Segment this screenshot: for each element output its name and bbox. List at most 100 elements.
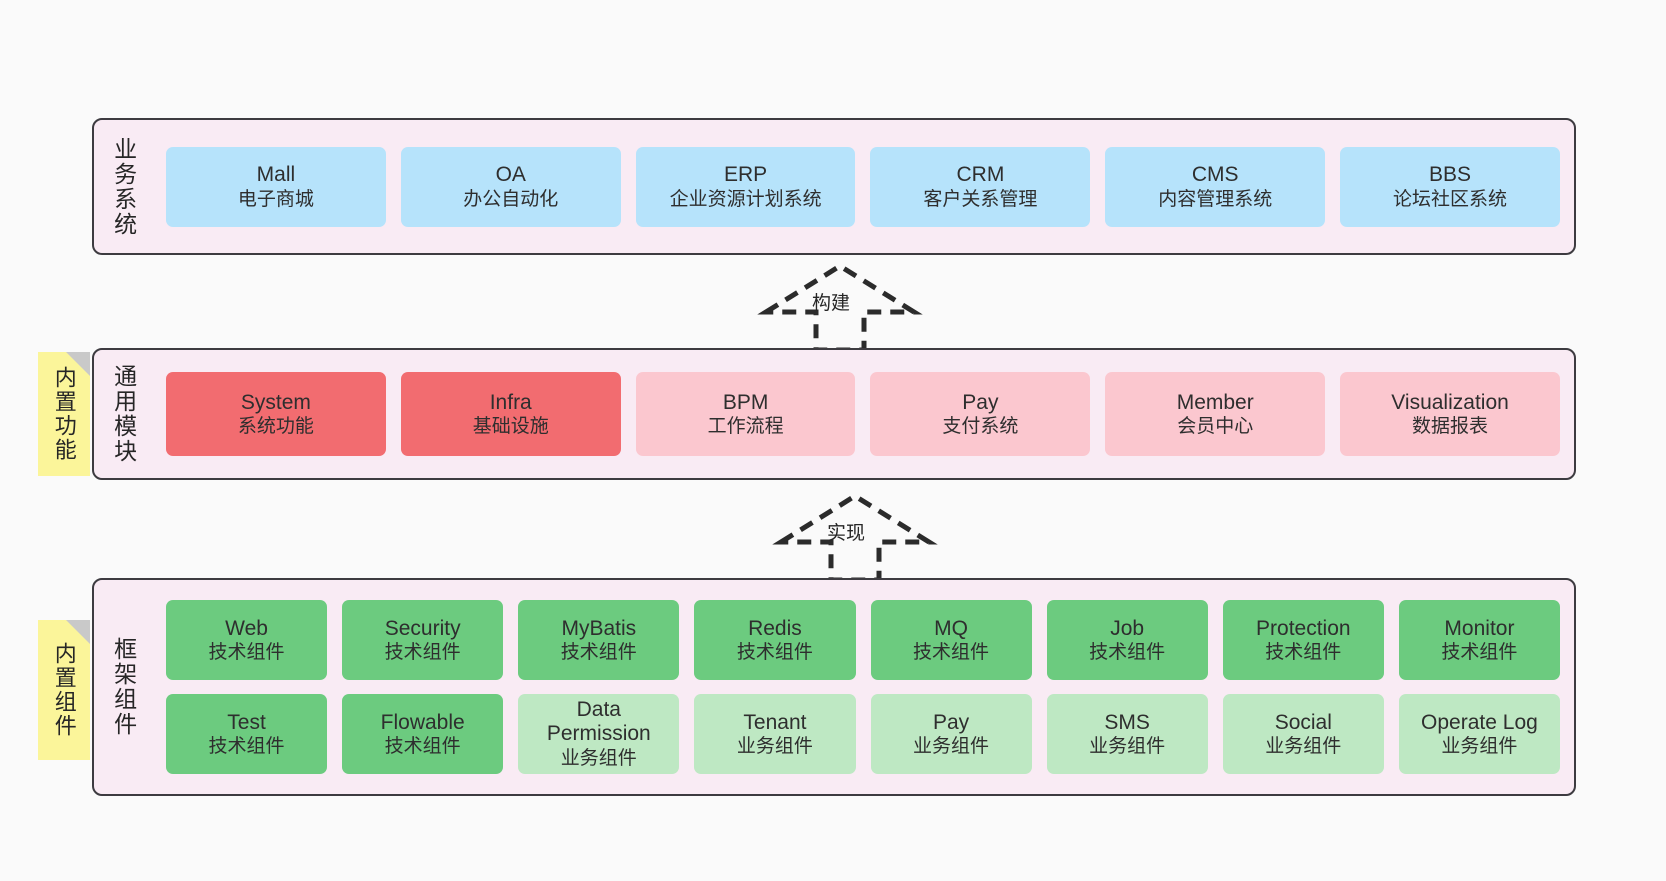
box-title-cn: 技术组件 [384, 736, 461, 758]
box-title-cn: 技术组件 [208, 736, 285, 758]
box-erp[interactable]: ERP 企业资源计划系统 [635, 146, 856, 227]
connector-label-build: 构建 [812, 293, 851, 314]
business-row: Mall 电子商城 OA 办公自动化 ERP 企业资源计划系统 CRM 客户关系… [166, 146, 1560, 227]
box-member[interactable]: Member 会员中心 [1105, 372, 1326, 456]
generalization-arrow-icon [757, 263, 923, 353]
box-tenant[interactable]: Tenant 业务组件 [694, 694, 856, 774]
box-title-en: OA [495, 163, 526, 187]
box-title-en: Flowable [380, 710, 465, 734]
box-title-cn: 工作流程 [707, 416, 784, 438]
box-protection[interactable]: Protection 技术组件 [1222, 600, 1384, 680]
box-title-cn: 办公自动化 [463, 188, 559, 210]
layer-business-system: 业务系统 Mall 电子商城 OA 办公自动化 ERP 企业资源计划系统 CRM… [92, 118, 1576, 255]
box-title-en: Data Permission [546, 698, 651, 746]
box-system[interactable]: System 系统功能 [166, 372, 386, 456]
box-title-en: Social [1274, 710, 1332, 734]
box-title-cn: 基础设施 [472, 416, 549, 438]
box-title-cn: 论坛社区系统 [1393, 188, 1508, 210]
framework-row-tech: Web 技术组件 Security 技术组件 MyBatis 技术组件 Redi… [166, 600, 1560, 680]
box-title-cn: 技术组件 [1089, 642, 1166, 664]
box-job[interactable]: Job 技术组件 [1046, 600, 1208, 680]
box-title-cn: 数据报表 [1412, 416, 1489, 438]
box-title-en: Monitor [1444, 616, 1515, 640]
note-label: 内置组件 [51, 642, 77, 738]
box-test[interactable]: Test 技术组件 [166, 694, 328, 774]
box-title-cn: 业务组件 [913, 736, 990, 758]
box-title-cn: 客户关系管理 [923, 188, 1038, 210]
box-title-en: CMS [1191, 163, 1239, 187]
box-title-en: Operate Log [1421, 710, 1538, 734]
box-crm[interactable]: CRM 客户关系管理 [870, 146, 1091, 227]
layer-framework-component: 框架组件 Web 技术组件 Security 技术组件 MyBatis 技术组件… [92, 578, 1576, 796]
box-mybatis[interactable]: MyBatis 技术组件 [518, 600, 680, 680]
note-builtin-function: 内置功能 [38, 352, 90, 476]
box-title-cn: 技术组件 [736, 642, 813, 664]
box-infra[interactable]: Infra 基础设施 [400, 372, 621, 456]
box-title-en: Pay [962, 390, 999, 414]
box-title-cn: 电子商城 [237, 188, 314, 210]
box-title-en: Visualization [1391, 390, 1509, 414]
box-title-en: Pay [932, 710, 970, 734]
box-title-en: SMS [1104, 710, 1150, 734]
generalization-arrow-icon [772, 493, 938, 583]
box-title-cn: 业务组件 [1265, 736, 1342, 758]
box-title-en: Redis [748, 616, 802, 640]
box-title-cn: 系统功能 [237, 416, 314, 438]
layer-body-framework: Web 技术组件 Security 技术组件 MyBatis 技术组件 Redi… [152, 580, 1574, 794]
box-title-cn: 业务组件 [1441, 736, 1518, 758]
box-title-en: Security [384, 616, 461, 640]
box-title-cn: 业务组件 [1089, 736, 1166, 758]
box-title-en: Tenant [743, 710, 807, 734]
framework-row-service: Test 技术组件 Flowable 技术组件 Data Permission … [166, 694, 1560, 774]
box-operate-log[interactable]: Operate Log 业务组件 [1398, 694, 1560, 774]
box-title-en: BPM [722, 390, 769, 414]
connector-label-implement: 实现 [827, 523, 866, 544]
box-visualization[interactable]: Visualization 数据报表 [1340, 372, 1560, 456]
box-title-cn: 支付系统 [942, 416, 1019, 438]
layer-title-framework: 框架组件 [110, 637, 137, 737]
box-pay-module[interactable]: Pay 支付系统 [870, 372, 1091, 456]
module-row: System 系统功能 Infra 基础设施 BPM 工作流程 Pay 支付系统… [166, 372, 1560, 456]
box-title-en: Test [227, 710, 266, 734]
box-data-permission[interactable]: Data Permission 业务组件 [518, 694, 680, 774]
box-security[interactable]: Security 技术组件 [342, 600, 504, 680]
box-pay-component[interactable]: Pay 业务组件 [870, 694, 1032, 774]
box-title-cn: 业务组件 [560, 747, 637, 769]
box-monitor[interactable]: Monitor 技术组件 [1398, 600, 1560, 680]
box-mall[interactable]: Mall 电子商城 [166, 146, 386, 227]
note-builtin-component: 内置组件 [38, 620, 90, 760]
box-title-cn: 技术组件 [384, 642, 461, 664]
box-title-cn: 企业资源计划系统 [669, 188, 822, 210]
box-title-cn: 会员中心 [1177, 416, 1254, 438]
box-title-en: MyBatis [561, 616, 637, 640]
box-web[interactable]: Web 技术组件 [166, 600, 328, 680]
layer-body-business: Mall 电子商城 OA 办公自动化 ERP 企业资源计划系统 CRM 客户关系… [152, 120, 1574, 253]
box-title-en: Protection [1256, 616, 1351, 640]
box-title-en: BBS [1429, 163, 1472, 187]
box-sms[interactable]: SMS 业务组件 [1046, 694, 1208, 774]
box-redis[interactable]: Redis 技术组件 [694, 600, 856, 680]
box-title-en: Infra [489, 390, 532, 414]
box-title-cn: 业务组件 [736, 736, 813, 758]
box-title-cn: 技术组件 [560, 642, 637, 664]
box-bbs[interactable]: BBS 论坛社区系统 [1340, 146, 1560, 227]
layer-title-module: 通用模块 [110, 364, 137, 464]
box-title-en: CRM [956, 163, 1005, 187]
box-title-cn: 技术组件 [208, 642, 285, 664]
note-label: 内置功能 [51, 366, 77, 462]
box-title-en: Mall [256, 163, 296, 187]
box-title-cn: 技术组件 [913, 642, 990, 664]
box-title-cn: 技术组件 [1441, 642, 1518, 664]
connector-implement: 实现 [772, 492, 938, 584]
box-bpm[interactable]: BPM 工作流程 [635, 372, 856, 456]
box-title-en: Job [1110, 616, 1145, 640]
box-title-en: Member [1176, 390, 1254, 414]
box-cms[interactable]: CMS 内容管理系统 [1105, 146, 1326, 227]
box-mq[interactable]: MQ 技术组件 [870, 600, 1032, 680]
box-flowable[interactable]: Flowable 技术组件 [342, 694, 504, 774]
connector-build: 构建 [757, 262, 923, 354]
box-title-cn: 内容管理系统 [1158, 188, 1273, 210]
box-oa[interactable]: OA 办公自动化 [400, 146, 621, 227]
box-social[interactable]: Social 业务组件 [1222, 694, 1384, 774]
